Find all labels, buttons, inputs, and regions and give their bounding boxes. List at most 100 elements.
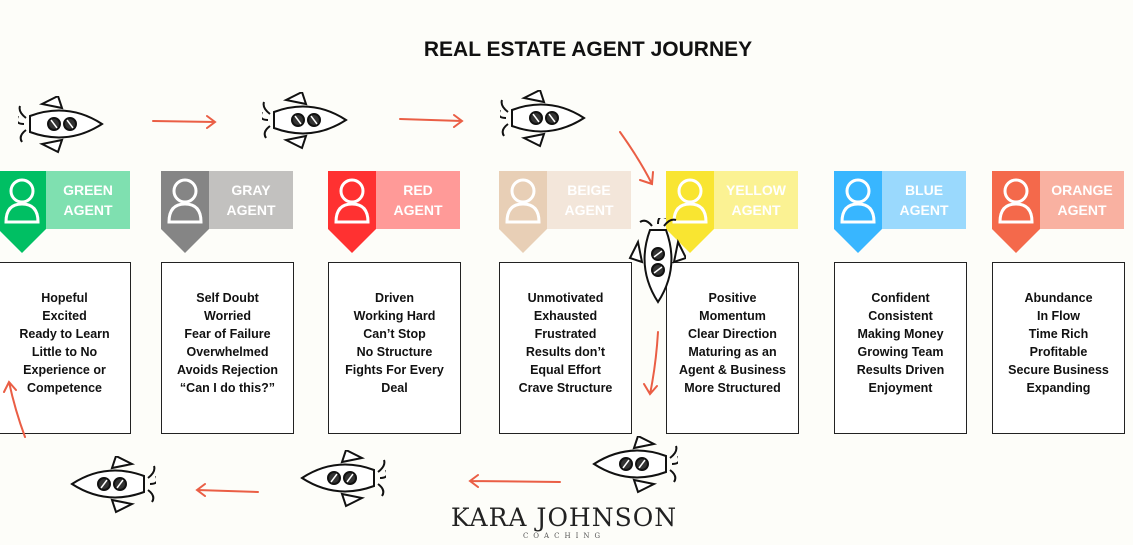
trait-text: Profitable — [1029, 345, 1088, 359]
badge-label: GRAY AGENT — [209, 171, 293, 229]
badge-pointer — [0, 229, 46, 253]
arrow-icon — [399, 114, 464, 128]
person-icon — [334, 178, 370, 224]
brand-logo: KARA JOHNSON — [450, 503, 678, 532]
trait-text: Confident — [871, 291, 930, 305]
badge-label-line2: AGENT — [731, 202, 781, 218]
trait-text: Results Driven — [856, 363, 945, 377]
badge-label-line2: AGENT — [63, 202, 113, 218]
rocket-icon — [18, 96, 103, 153]
arrow-icon — [152, 115, 217, 129]
trait-text: Self Doubt — [196, 291, 259, 305]
trait-text: Can’t Stop — [363, 327, 426, 341]
trait-text: Worried — [204, 309, 251, 323]
trait-text: Fear of Failure — [184, 327, 271, 341]
rocket-icon — [629, 218, 686, 303]
trait-text: Expanding — [1026, 381, 1091, 395]
trait-text: Positive — [708, 291, 757, 305]
trait-text: Momentum — [699, 309, 766, 323]
person-icon — [998, 178, 1034, 224]
person-icon — [505, 178, 541, 224]
badge-pointer — [992, 229, 1040, 253]
trait-text: Ready to Learn — [19, 327, 110, 341]
trait-text: Hopeful — [41, 291, 88, 305]
trait-text: Driven — [375, 291, 414, 305]
arrow-icon — [643, 331, 659, 396]
arrow-icon — [3, 380, 26, 438]
badge-label: BLUE AGENT — [882, 171, 966, 229]
trait-text: Secure Business — [1008, 363, 1109, 377]
person-icon — [167, 178, 203, 224]
agent-badge-blue: BLUE AGENT — [834, 171, 969, 253]
page-title: REAL ESTATE AGENT JOURNEY — [423, 38, 753, 61]
trait-text: Exhausted — [533, 309, 598, 323]
trait-text: Unmotivated — [527, 291, 604, 305]
trait-text: In Flow — [1036, 309, 1081, 323]
trait-text: Maturing as an — [688, 345, 777, 359]
trait-text: Experience or — [23, 363, 106, 377]
arrow-icon — [619, 131, 654, 186]
agent-badge-beige: BEIGE AGENT — [499, 171, 634, 253]
badge-label: YELLOW AGENT — [714, 171, 798, 229]
badge-label-line2: AGENT — [393, 202, 443, 218]
agent-badge-red: RED AGENT — [328, 171, 463, 253]
trait-text: Time Rich — [1028, 327, 1089, 341]
badge-label-line1: RED — [403, 182, 433, 198]
rocket-icon — [262, 92, 347, 149]
badge-pointer — [328, 229, 376, 253]
badge-pointer — [161, 229, 209, 253]
agent-badge-green: GREEN AGENT — [0, 171, 133, 253]
trait-text: Working Hard — [353, 309, 436, 323]
trait-text: Clear Direction — [688, 327, 777, 341]
badge-label-line2: AGENT — [1057, 202, 1107, 218]
trait-text: Growing Team — [857, 345, 944, 359]
badge-label-line1: ORANGE — [1051, 182, 1113, 198]
rocket-icon — [593, 436, 678, 493]
badge-label-line2: AGENT — [564, 202, 614, 218]
badge-label-line2: AGENT — [226, 202, 276, 218]
trait-text: Results don’t — [525, 345, 606, 359]
badge-label-line2: AGENT — [899, 202, 949, 218]
badge-label: RED AGENT — [376, 171, 460, 229]
badge-pointer — [499, 229, 547, 253]
trait-text: Little to No — [31, 345, 98, 359]
badge-label-line1: GREEN — [63, 182, 113, 198]
trait-text: Making Money — [857, 327, 944, 341]
trait-text: Consistent — [868, 309, 933, 323]
trait-text: Enjoyment — [868, 381, 933, 395]
arrow-icon — [195, 483, 259, 497]
trait-text: Fights For Every — [345, 363, 444, 377]
badge-label-line1: YELLOW — [726, 182, 786, 198]
agent-badge-yellow: YELLOW AGENT — [666, 171, 801, 253]
trait-text: Crave Structure — [518, 381, 613, 395]
trait-text: No Structure — [356, 345, 433, 359]
badge-label-line1: BLUE — [904, 182, 944, 198]
badge-label-line1: BEIGE — [567, 182, 611, 198]
trait-text: “Can I do this?” — [179, 381, 276, 395]
agent-badge-orange: ORANGE AGENT — [992, 171, 1127, 253]
trait-text: Abundance — [1024, 291, 1093, 305]
trait-text: Deal — [381, 381, 408, 395]
arrow-icon — [468, 474, 561, 488]
person-icon — [840, 178, 876, 224]
person-icon — [672, 178, 708, 224]
badge-label-line1: GRAY — [231, 182, 271, 198]
rocket-icon — [301, 450, 386, 507]
badge-pointer — [834, 229, 882, 253]
badge-pointer — [666, 229, 714, 253]
agent-badge-gray: GRAY AGENT — [161, 171, 296, 253]
trait-text: More Structured — [684, 381, 781, 395]
trait-text: Overwhelmed — [186, 345, 269, 359]
trait-text: Equal Effort — [530, 363, 601, 377]
brand-subtitle: COACHING — [522, 532, 606, 540]
rocket-icon — [500, 90, 585, 147]
badge-label: GREEN AGENT — [46, 171, 130, 229]
